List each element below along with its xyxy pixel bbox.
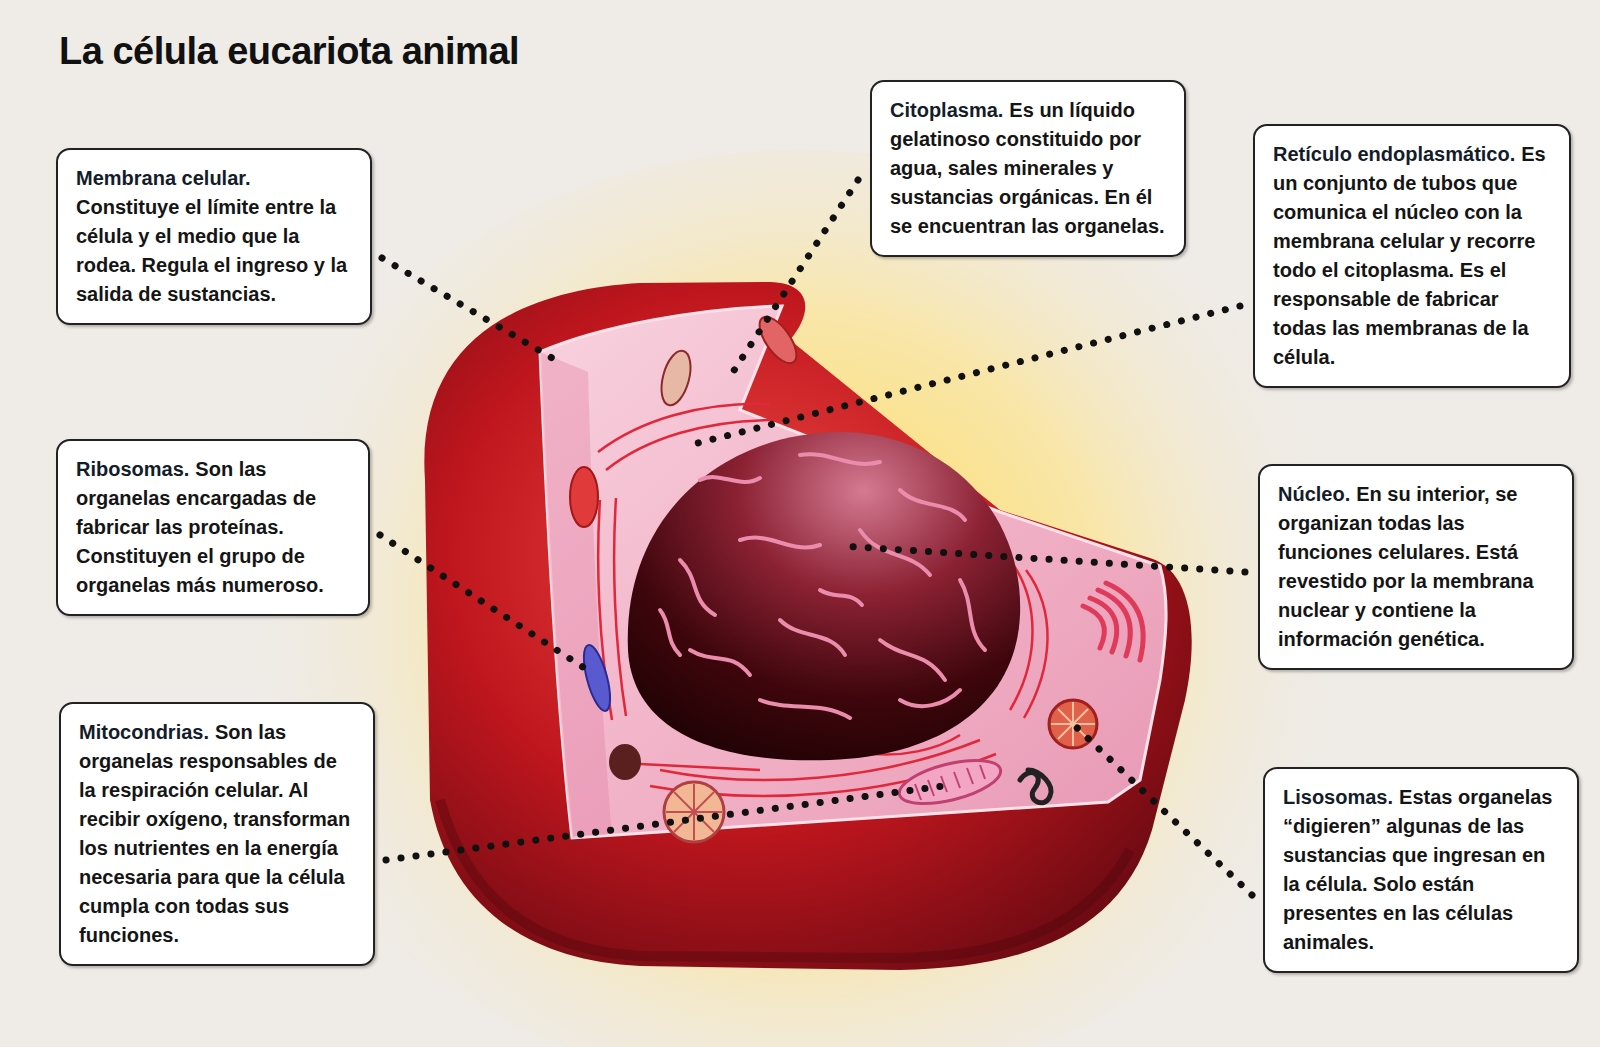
organelles <box>980 765 985 779</box>
leader-lines <box>842 546 1245 572</box>
cut-face <box>540 306 1166 838</box>
callout-box: Lisosomas.Estas organelas “digieren” alg… <box>1263 767 1579 973</box>
endoplasmic-reticulum <box>598 404 1048 796</box>
nucleus <box>820 590 862 605</box>
organelles <box>1058 709 1088 739</box>
organelles <box>579 643 616 714</box>
cut-face <box>540 352 612 838</box>
nucleus <box>900 490 965 520</box>
callout-box: Membrana celular. Constituye el límite en… <box>56 148 372 325</box>
callout-heading: Retículo endoplasmático. <box>1273 140 1515 169</box>
leader-lines <box>694 306 1240 444</box>
nucleus <box>900 690 960 706</box>
callout-heading: Membrana celular. <box>76 164 251 193</box>
callout-text: Es un conjunto de tubos que comunica el … <box>1273 143 1546 368</box>
cell-body <box>424 282 1191 970</box>
nucleus <box>628 432 1020 760</box>
nucleus <box>960 580 985 650</box>
endoplasmic-reticulum <box>1024 570 1048 718</box>
organelles <box>753 311 804 369</box>
organelles <box>1083 606 1104 648</box>
nucleus <box>880 640 945 680</box>
callout-heading: Citoplasma. <box>890 96 1003 125</box>
leader-lines <box>382 258 564 365</box>
organelles <box>915 765 985 800</box>
nucleus <box>760 700 850 718</box>
nucleus <box>860 530 930 575</box>
nucleus <box>660 454 985 718</box>
callout-box: Núcleo.En su interior, se organizan toda… <box>1258 464 1574 670</box>
nucleus <box>800 454 880 464</box>
leader-lines <box>380 535 592 673</box>
endoplasmic-reticulum <box>614 498 626 716</box>
organelles <box>656 348 696 409</box>
callout-text: En su interior, se organizan todas las f… <box>1278 483 1534 650</box>
leader-lines <box>1073 724 1252 895</box>
leader-lines <box>386 786 944 860</box>
callout-box: Ribosomas.Son las organelas encargadas d… <box>56 439 370 616</box>
organelles <box>915 784 921 800</box>
glow <box>240 150 1360 1047</box>
callout-box: Mitocondrias.Son las organelas responsab… <box>59 702 375 966</box>
endoplasmic-reticulum <box>598 404 770 452</box>
callout-text: Son las organelas responsables de la res… <box>79 721 350 946</box>
organelles <box>664 782 724 842</box>
nucleus <box>780 620 845 655</box>
organelles <box>570 467 598 527</box>
callout-text: Constituye el límite entre la célula y e… <box>76 196 347 305</box>
callout-text: Estas organelas “digieren” algunas de la… <box>1283 786 1552 953</box>
nucleus <box>690 650 750 675</box>
callout-heading: Núcleo. <box>1278 480 1350 509</box>
organelles <box>967 768 973 784</box>
nucleus <box>660 610 680 655</box>
organelles <box>1083 583 1143 660</box>
diagram-title: La célula eucariota animal <box>59 30 519 73</box>
endoplasmic-reticulum <box>640 764 760 770</box>
nucleus <box>700 477 760 482</box>
organelles <box>1106 583 1143 660</box>
organelles <box>666 784 722 840</box>
organelles <box>674 792 714 832</box>
organelles <box>1020 770 1051 803</box>
nucleus <box>680 560 715 615</box>
organelles <box>895 752 1005 812</box>
organelles <box>954 772 960 788</box>
leader-lines <box>380 180 1252 895</box>
nucleus <box>740 538 820 548</box>
organelles <box>674 792 714 832</box>
cell-body <box>424 282 1191 970</box>
callout-heading: Mitocondrias. <box>79 718 209 747</box>
organelles <box>928 780 934 796</box>
organelles <box>1058 709 1088 739</box>
callout-heading: Lisosomas. <box>1283 783 1393 812</box>
organelles <box>609 744 641 780</box>
cut-face <box>540 306 1166 838</box>
nucleus <box>628 432 1020 760</box>
callout-heading: Ribosomas. <box>76 455 189 484</box>
callout-box: Retículo endoplasmático.Es un conjunto d… <box>1253 124 1571 388</box>
leader-lines <box>733 180 858 372</box>
organelles <box>570 311 1143 842</box>
callout-box: Citoplasma.Es un líquido gelatinoso cons… <box>870 80 1186 257</box>
